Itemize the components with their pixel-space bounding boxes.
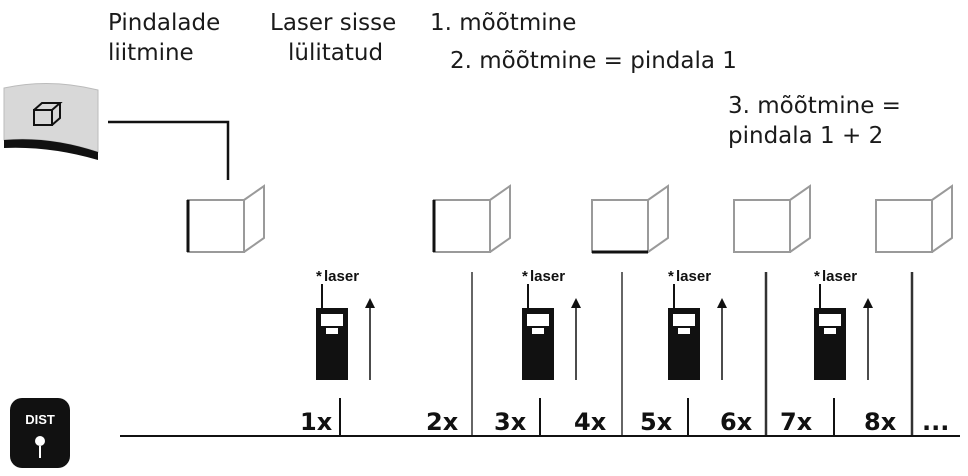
laser-star-icon: *	[316, 268, 322, 285]
press-count-label: 2x	[426, 408, 459, 436]
measurement-3-label-line2: pindala 1 + 2	[728, 123, 884, 149]
room-outline	[591, 184, 669, 254]
area-function-button[interactable]	[3, 83, 99, 160]
area-function-icon	[33, 102, 63, 126]
laser-device-icon: laser *	[814, 268, 873, 380]
button-connector-line	[108, 120, 230, 180]
laser-star-icon: *	[668, 268, 674, 285]
measurement-3-label-line1: 3. mõõtmine =	[728, 93, 901, 119]
area-addition-label-line1: Pindalade	[108, 10, 221, 36]
measurement-3-label: 3. mõõtmine = pindala 1 + 2	[728, 91, 901, 151]
laser-star-icon: *	[814, 268, 820, 285]
press-count-label: 1x	[300, 408, 333, 436]
laser-device-icon: laser *	[316, 268, 375, 380]
room-outline	[875, 184, 953, 253]
laser-device-label: laser	[822, 268, 857, 285]
laser-on-label-line1: Laser sisse	[270, 10, 397, 36]
press-count-label: 3x	[494, 408, 527, 436]
room-outline	[432, 184, 511, 253]
dist-button-label: DIST	[25, 412, 55, 427]
press-count-label: 8x	[864, 408, 897, 436]
measurement-2-label: 2. mõõtmine = pindala 1	[450, 48, 737, 74]
laser-device-label: laser	[530, 268, 565, 285]
room-outline	[186, 184, 265, 253]
press-count-label: 6x	[720, 408, 753, 436]
dist-button[interactable]: DIST	[10, 398, 70, 468]
laser-device-icon: laser *	[668, 268, 727, 380]
press-count-label: ...	[922, 408, 949, 436]
area-addition-label: Pindalade liitmine	[108, 8, 220, 68]
laser-on-label: Laser sisse lülitatud	[270, 8, 396, 68]
laser-on-label-line2: lülitatud	[288, 40, 384, 66]
press-count-label: 7x	[780, 408, 813, 436]
press-count-label: 4x	[574, 408, 607, 436]
laser-dot-icon	[35, 436, 45, 458]
press-count-label: 5x	[640, 408, 673, 436]
area-addition-label-line2: liitmine	[108, 40, 194, 66]
laser-device-label: laser	[324, 268, 359, 285]
room-outline	[733, 184, 811, 253]
laser-device-icon: laser *	[522, 268, 581, 380]
laser-star-icon: *	[522, 268, 528, 285]
laser-device-label: laser	[676, 268, 711, 285]
measurement-1-label: 1. mõõtmine	[430, 10, 577, 36]
